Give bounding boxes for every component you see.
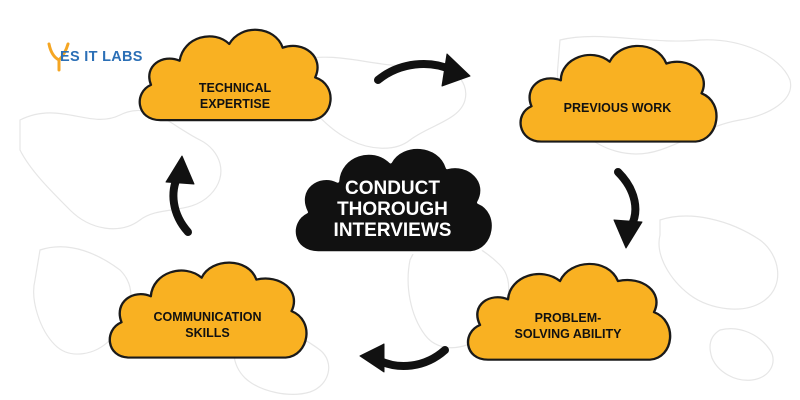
previous-work-node: PREVIOUS WORK: [510, 32, 725, 162]
cloud-shape: [519, 44, 718, 143]
logo-mark-icon: [47, 42, 70, 72]
company-logo: ES IT LABS: [46, 40, 156, 76]
center-label: CONDUCT THOROUGH INTERVIEWS: [333, 177, 452, 242]
problem-solving-ability-node: PROBLEM- SOLVING ABILITY: [458, 250, 678, 378]
previous-work-label: PREVIOUS WORK: [563, 101, 672, 116]
arrow-communication-to-technical: [165, 155, 195, 236]
cloud-shape: [292, 146, 495, 255]
cloud-shape: [138, 28, 332, 122]
technical-expertise-node: TECHNICAL EXPERTISE: [130, 18, 340, 148]
cloud-shape: [466, 262, 672, 361]
arrow-problem-to-communication: [359, 343, 449, 373]
communication-skills-label: COMMUNICATION SKILLS: [153, 310, 262, 340]
communication-skills-node: COMMUNICATION SKILLS: [100, 248, 315, 378]
arrow-previous-to-problem: [613, 168, 643, 249]
arrow-technical-to-previous: [374, 53, 471, 87]
technical-expertise-label: TECHNICAL EXPERTISE: [198, 81, 272, 111]
conduct-thorough-interviews-node: CONDUCT THOROUGH INTERVIEWS: [285, 135, 500, 270]
cloud-shape: [108, 261, 308, 359]
problem-solving-ability-label: PROBLEM- SOLVING ABILITY: [514, 311, 622, 341]
logo-text: ES IT LABS: [60, 49, 143, 65]
